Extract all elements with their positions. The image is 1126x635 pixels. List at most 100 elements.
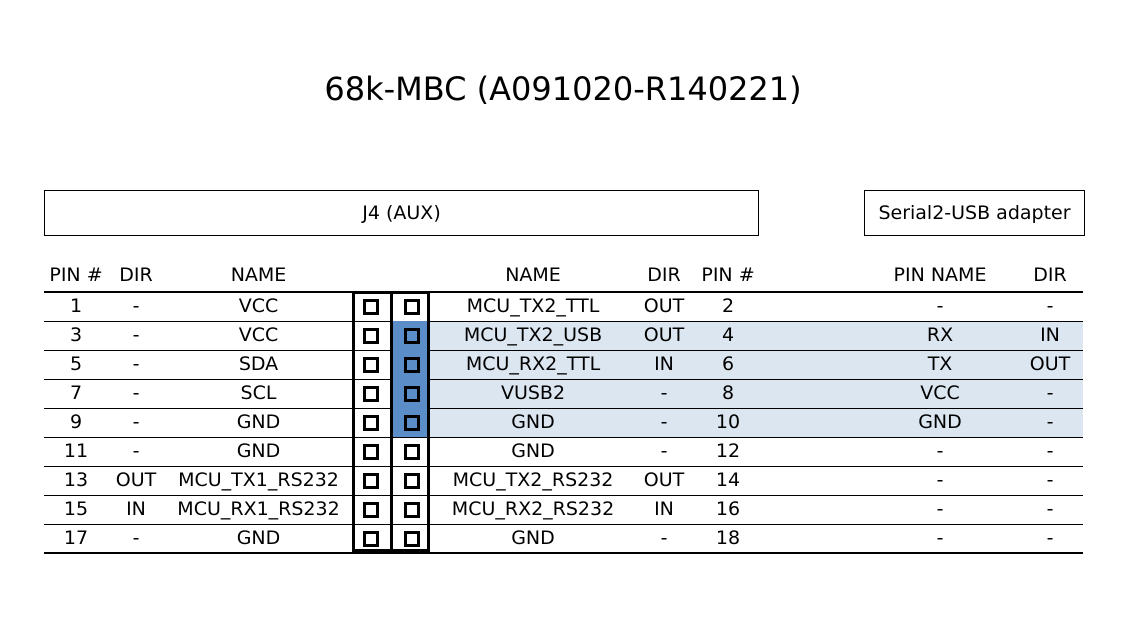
connected-pin-highlight <box>393 350 430 379</box>
cell-lpin: 1 <box>69 295 83 317</box>
header-name-left: NAME <box>230 264 287 286</box>
cell-rdir: OUT <box>643 295 685 317</box>
cell-ldir: - <box>132 295 140 317</box>
cell-rname: GND <box>511 527 555 549</box>
cell-lname: SDA <box>238 353 279 375</box>
cell-lpin: 15 <box>63 498 89 520</box>
square-pin-icon <box>363 414 379 431</box>
row-divider <box>44 321 1083 322</box>
cell-rpin: 4 <box>721 324 735 346</box>
row-divider <box>44 408 1083 409</box>
j4-connector-divider <box>390 292 393 551</box>
cell-rdir: - <box>660 411 668 433</box>
cell-adir: - <box>1046 295 1054 317</box>
cell-rpin: 14 <box>715 469 741 491</box>
cell-apin: VCC <box>920 382 960 404</box>
cell-lname: MCU_RX1_RS232 <box>177 498 340 520</box>
header-adapter-dir: DIR <box>1033 264 1067 286</box>
square-pin-icon <box>404 472 420 489</box>
cell-adir: - <box>1046 382 1054 404</box>
row-highlight <box>430 350 1083 379</box>
cell-ldir: - <box>132 440 140 462</box>
square-pin-icon <box>363 530 379 547</box>
cell-rname: MCU_TX2_TTL <box>466 295 600 317</box>
cell-rdir: IN <box>654 353 674 375</box>
cell-lpin: 9 <box>69 411 83 433</box>
cell-rpin: 16 <box>715 498 741 520</box>
square-pin-icon <box>363 327 379 344</box>
square-pin-icon <box>363 385 379 402</box>
cell-lname: VCC <box>238 324 279 346</box>
cell-ldir: - <box>132 324 140 346</box>
cell-adir: - <box>1046 440 1054 462</box>
cell-rname: GND <box>511 440 555 462</box>
cell-rdir: OUT <box>643 324 685 346</box>
cell-rpin: 12 <box>715 440 741 462</box>
cell-adir: IN <box>1040 324 1060 346</box>
row-highlight <box>430 408 1083 437</box>
cell-rname: MCU_RX2_RS232 <box>451 498 615 520</box>
cell-rdir: - <box>660 440 668 462</box>
header-adapter-pin-name: PIN NAME <box>893 264 987 286</box>
cell-rpin: 18 <box>715 527 741 549</box>
cell-lname: SCL <box>240 382 277 404</box>
connected-pin-highlight <box>393 379 430 408</box>
cell-rdir: - <box>660 527 668 549</box>
cell-rname: VUSB2 <box>500 382 566 404</box>
square-pin-icon <box>404 443 420 460</box>
connected-pin-highlight <box>393 408 430 437</box>
cell-ldir: OUT <box>115 469 157 491</box>
square-pin-icon <box>404 356 420 373</box>
cell-rname: MCU_TX2_USB <box>463 324 603 346</box>
j4-aux-label-box: J4 (AUX) <box>44 190 759 236</box>
header-pin-left: PIN # <box>49 264 103 286</box>
cell-rname: GND <box>511 411 555 433</box>
cell-lname: GND <box>236 440 281 462</box>
cell-rname: MCU_RX2_TTL <box>465 353 601 375</box>
square-pin-icon <box>363 356 379 373</box>
cell-lpin: 13 <box>63 469 89 491</box>
header-name-right: NAME <box>505 264 561 286</box>
row-divider <box>44 466 1083 467</box>
row-divider <box>44 291 1083 293</box>
square-pin-icon <box>404 414 420 431</box>
row-highlight <box>430 321 1083 350</box>
cell-apin: RX <box>926 324 954 346</box>
cell-rpin: 2 <box>721 295 735 317</box>
square-pin-icon <box>363 443 379 460</box>
row-divider <box>44 379 1083 380</box>
row-divider <box>44 552 1083 554</box>
row-highlight <box>430 379 1083 408</box>
cell-lpin: 11 <box>63 440 89 462</box>
cell-apin: GND <box>918 411 962 433</box>
square-pin-icon <box>404 385 420 402</box>
cell-ldir: - <box>132 527 140 549</box>
cell-apin: - <box>936 527 944 549</box>
row-divider <box>44 495 1083 496</box>
cell-rdir: OUT <box>643 469 685 491</box>
cell-lpin: 5 <box>69 353 83 375</box>
cell-adir: - <box>1046 498 1054 520</box>
cell-adir: - <box>1046 469 1054 491</box>
page-title: 68k-MBC (A091020-R140221) <box>324 70 802 108</box>
cell-ldir: - <box>132 382 140 404</box>
header-dir-left: DIR <box>119 264 153 286</box>
square-pin-icon <box>363 501 379 518</box>
square-pin-icon <box>404 298 420 315</box>
cell-rdir: - <box>660 382 668 404</box>
cell-adir: - <box>1046 527 1054 549</box>
cell-rpin: 8 <box>721 382 735 404</box>
cell-apin: - <box>936 498 944 520</box>
row-divider <box>44 350 1083 351</box>
serial2-usb-adapter-label-box: Serial2-USB adapter <box>864 190 1085 236</box>
cell-adir: - <box>1046 411 1054 433</box>
cell-lpin: 7 <box>69 382 83 404</box>
cell-lpin: 3 <box>69 324 83 346</box>
square-pin-icon <box>363 298 379 315</box>
cell-apin: - <box>936 440 944 462</box>
cell-apin: TX <box>927 353 953 375</box>
cell-lname: VCC <box>238 295 279 317</box>
cell-ldir: - <box>132 353 140 375</box>
cell-lpin: 17 <box>63 527 89 549</box>
connected-pin-highlight <box>393 321 430 350</box>
